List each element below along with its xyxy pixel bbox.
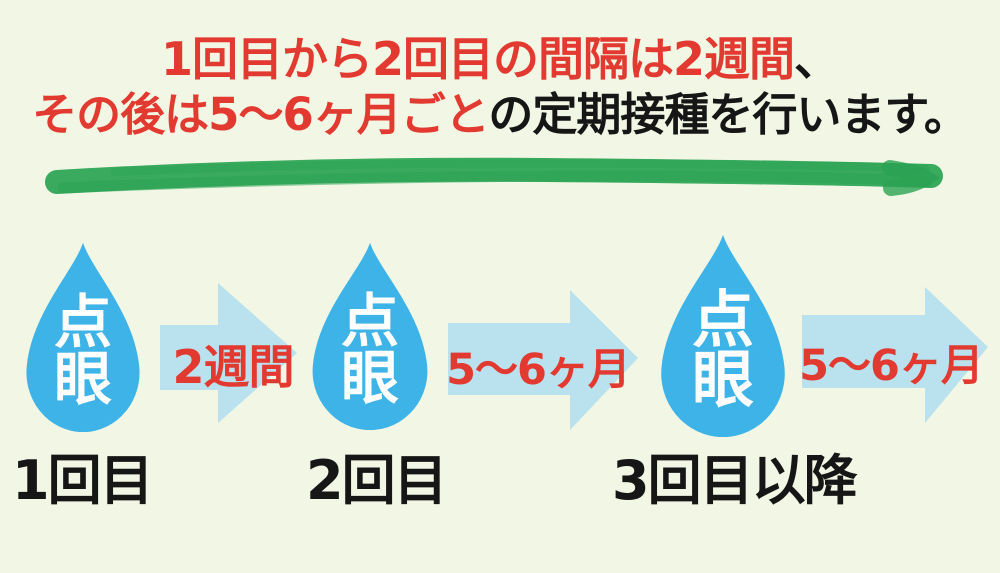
- water-drop-icon: [26, 242, 140, 432]
- step-caption-2: 2回目: [306, 449, 448, 512]
- interval-label-2: 5〜6ヶ月: [446, 345, 631, 395]
- step-caption-3: 3回目以降: [612, 449, 858, 512]
- interval-label-1: 2週間: [172, 340, 294, 394]
- title-line-2-plain: の定期接種を行います。: [488, 88, 969, 141]
- arrow-right-icon: [802, 287, 988, 423]
- title-line-1-highlight: 1回目から2回目の間隔は2週間: [160, 32, 795, 86]
- interval-label-3: 5〜6ヶ月: [799, 341, 984, 391]
- eyedrop-step-2: 点眼: [304, 240, 436, 430]
- water-drop-icon: [312, 242, 428, 430]
- step-caption-1: 1回目: [12, 449, 154, 512]
- title-line-2: その後は5〜6ヶ月ごとの定期接種を行います。: [0, 88, 1000, 142]
- green-brush-underline: [45, 157, 943, 196]
- title-line-1-plain: 、: [794, 32, 840, 86]
- eyedrop-step-3: 点眼: [652, 232, 794, 437]
- eyedrop-label: 点眼: [341, 286, 400, 412]
- arrow-right-icon: [160, 283, 297, 423]
- eyedrop-step-1: 点眼: [18, 240, 148, 432]
- page-title: 1回目から2回目の間隔は2週間、 その後は5〜6ヶ月ごとの定期接種を行います。: [0, 30, 1000, 142]
- title-line-2-highlight: その後は5〜6ヶ月ごと: [32, 88, 489, 141]
- title-line-1: 1回目から2回目の間隔は2週間、: [0, 30, 1000, 88]
- interval-arrow-2: [448, 290, 638, 430]
- interval-arrow-3: [802, 287, 988, 423]
- eyedrop-label: 点眼: [692, 282, 755, 417]
- arrow-right-icon: [448, 290, 638, 430]
- interval-arrow-1: [160, 283, 297, 423]
- water-drop-icon: [661, 234, 785, 437]
- eyedrop-label: 点眼: [54, 287, 113, 413]
